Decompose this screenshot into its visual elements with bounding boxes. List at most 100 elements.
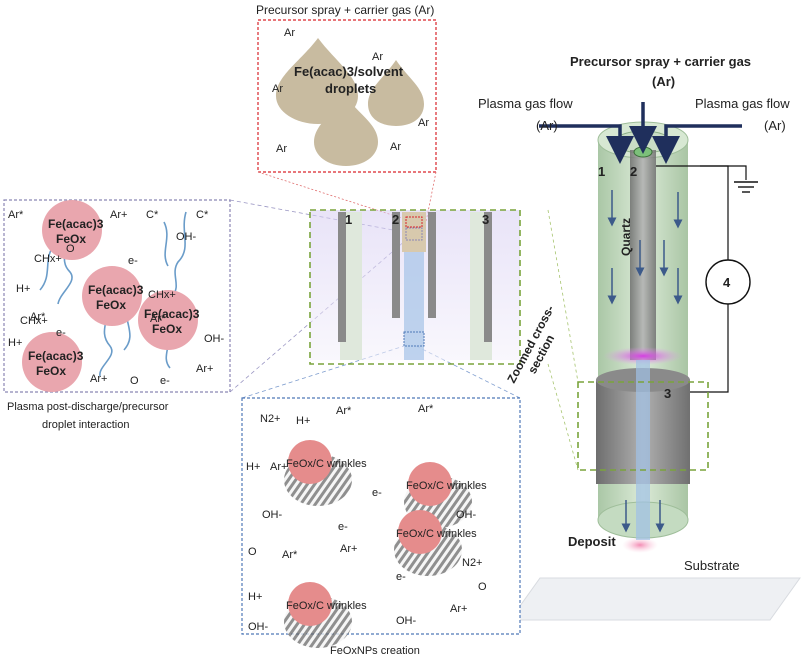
particle-label-oxide: FeOx: [96, 298, 126, 312]
droplet: [276, 38, 358, 124]
ar-label: Ar: [276, 143, 287, 155]
reactor-label-4: 4: [723, 275, 731, 290]
species-label: Ar*: [8, 209, 24, 221]
droplet: [368, 60, 424, 126]
spray-title-1: Precursor spray + carrier gas: [570, 54, 751, 69]
species-label: C*: [146, 209, 159, 221]
species-label: CHx+: [148, 289, 176, 301]
species-label: e-: [372, 487, 382, 499]
species-label: e-: [128, 255, 138, 267]
droplet-label-1: Fe(acac)3/solvent: [294, 64, 404, 79]
outer-electrode: [338, 212, 346, 342]
zoom-marker-purple: [405, 227, 423, 241]
substrate-label: Substrate: [684, 558, 740, 573]
species-label: Ar*: [418, 403, 434, 415]
species-label: OH-: [176, 231, 197, 243]
post-discharge-caption-1: Plasma post-discharge/precursor: [7, 401, 169, 413]
zoom-frame: [309, 209, 521, 365]
species-label: N2+: [260, 413, 281, 425]
plasma-gas-right-1: Plasma gas flow: [695, 96, 790, 111]
droplet: [314, 96, 378, 166]
species-label: Ar+: [270, 461, 287, 473]
zoom-label-2: 2: [392, 212, 399, 227]
species-label: OH-: [204, 333, 225, 345]
reactor-label-3: 3: [664, 386, 671, 401]
species-label: Ar+: [110, 209, 127, 221]
spray-inlet: [633, 146, 653, 158]
species-label: Ar+: [340, 543, 357, 555]
ar-label: Ar: [390, 141, 401, 153]
np-species: N2+ H+ Ar* Ar* H+ Ar+ e- OH- OH-e- O Ar* Ar+ N2+ e- OH…: [246, 403, 487, 633]
plasma-gas-left-2: (Ar): [536, 118, 558, 133]
nanoparticle-label: FeOx/C wrinkles: [286, 600, 367, 612]
species-label: e-: [338, 521, 348, 533]
plasma-reactor: Precursor spray + carrier gas (Ar) Plasm…: [478, 54, 801, 621]
plasma-gas-right-2: (Ar): [764, 118, 786, 133]
particle-label-precursor: Fe(acac)3: [28, 349, 84, 363]
inner-electrode: [630, 150, 656, 360]
ar-label: Ar: [272, 83, 283, 95]
species-label: e-: [160, 375, 170, 387]
ar-label: Ar: [372, 51, 383, 63]
substrate-plate: [509, 577, 801, 621]
zoom-label-3: 3: [482, 212, 489, 227]
particle-label-precursor: Fe(acac)3: [48, 217, 104, 231]
particle-label-oxide: FeOx: [36, 364, 66, 378]
species-label: Ar*: [282, 549, 298, 561]
droplet-panel: Precursor spray + carrier gas (Ar) Fe(ac…: [256, 3, 437, 173]
plasma-gas-inlet-right: [652, 124, 742, 164]
droplet-label-2: droplets: [325, 81, 376, 96]
species-label: OH-: [396, 615, 417, 627]
nanoparticle: FeOx/C wrinkles: [394, 510, 477, 576]
species-label: H+: [248, 591, 262, 603]
post-discharge-caption-2: droplet interaction: [42, 419, 129, 431]
species-label: O: [248, 546, 257, 558]
spray-title-2: (Ar): [652, 74, 675, 89]
species-label: Ar+: [90, 373, 107, 385]
species-label: O: [478, 581, 487, 593]
deposit-label: Deposit: [568, 534, 616, 549]
particle-label-oxide: FeOx: [56, 232, 86, 246]
zoom-label-1: 1: [345, 212, 352, 227]
species-label: C*: [196, 209, 209, 221]
deposit-glow: [622, 537, 658, 553]
species-label: e-: [56, 327, 66, 339]
inner-electrode: [428, 212, 436, 318]
species-label: O: [66, 243, 75, 255]
outer-electrode: [484, 212, 492, 342]
species-label: O: [130, 375, 139, 387]
np-creation-caption: FeOxNPs creation: [330, 645, 420, 657]
species-label: N2+: [462, 557, 483, 569]
zoom-marker-red: [405, 216, 423, 228]
species-label: H+: [296, 415, 310, 427]
species-label: Ar*: [336, 405, 352, 417]
spray-jet: [404, 252, 424, 360]
species-label: e-: [396, 571, 406, 583]
quartz-label: Quartz: [619, 218, 633, 256]
plasma-species: Ar*Ar+C*C*OH-OCHx+H+e-CHx+CHx+Ar*Ar*e-OH…: [8, 209, 225, 387]
nanoparticle: FeOx/C wrinkles: [284, 582, 367, 648]
species-label: Ar*: [150, 313, 166, 325]
species-label: H+: [8, 337, 22, 349]
nanoparticle-label: FeOx/C wrinkles: [406, 480, 487, 492]
precursor-particles: Fe(acac)3FeOxFe(acac)3FeOxFe(acac)3FeOxF…: [22, 200, 200, 392]
reactor-label-1: 1: [598, 164, 605, 179]
nanoparticle-label: FeOx/C wrinkles: [286, 458, 367, 470]
inner-electrode: [392, 212, 400, 318]
nanoparticle: FeOx/C wrinkles: [284, 440, 367, 506]
ar-label: Ar: [418, 117, 429, 129]
species-label: Ar*: [30, 311, 46, 323]
ar-label: Ar: [284, 27, 295, 39]
species-label: OH-: [262, 509, 283, 521]
spray-jet: [636, 360, 650, 540]
species-label: OH-: [248, 621, 269, 633]
plasma-gas-left-1: Plasma gas flow: [478, 96, 573, 111]
reactor-label-2: 2: [630, 164, 637, 179]
species-label: H+: [16, 283, 30, 295]
